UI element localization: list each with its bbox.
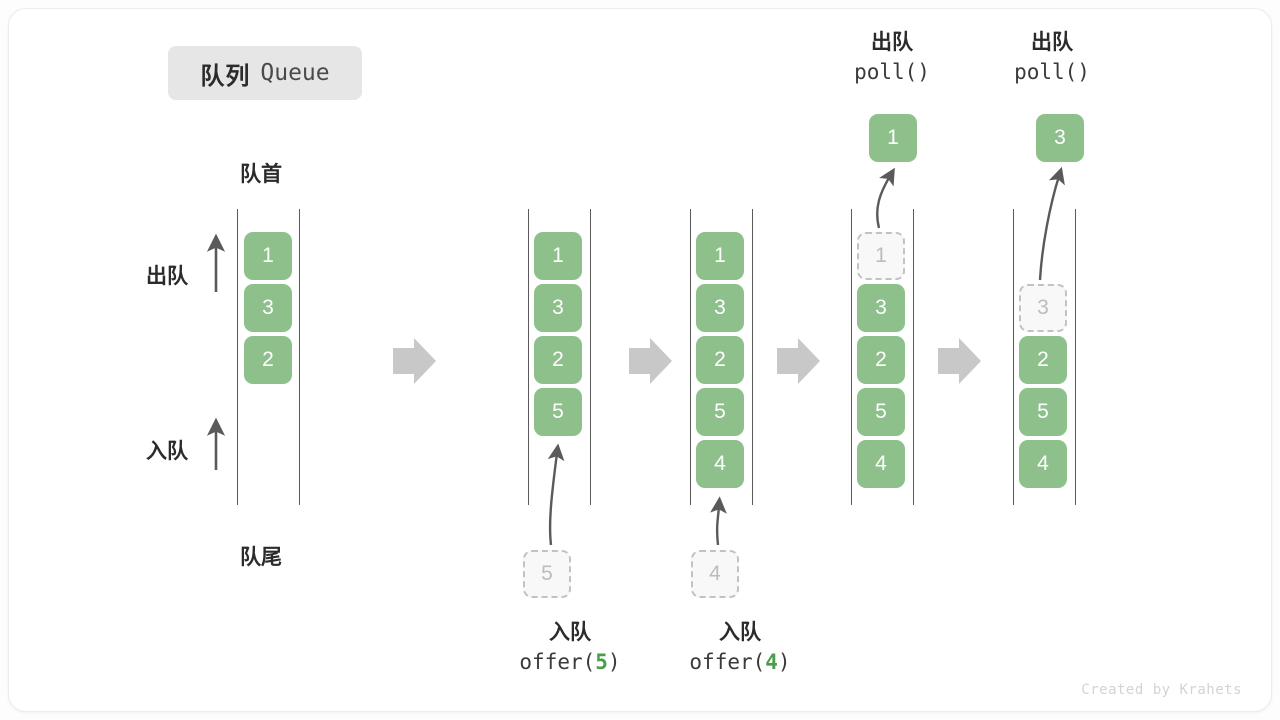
queue-cell: 5 (1019, 388, 1067, 436)
rail-left (528, 209, 529, 505)
rail-left (690, 209, 691, 505)
queue-cell: 4 (1019, 440, 1067, 488)
outgoing-ghost-cell: 3 (1019, 284, 1067, 332)
polled-element-cell: 1 (869, 114, 917, 162)
operation-label-code: poll() (1014, 59, 1090, 84)
queue-cell: 5 (534, 388, 582, 436)
operation-label-poll-3: 出队 poll() (972, 28, 1132, 88)
operation-label-cn: 入队 (549, 621, 591, 644)
rail-left (851, 209, 852, 505)
operation-close-paren: ) (777, 649, 791, 674)
queue-cell: 2 (534, 336, 582, 384)
queue-cell: 4 (857, 440, 905, 488)
title-label-en: Queue (260, 60, 330, 86)
footer-credit: Created by Krahets (1081, 682, 1242, 698)
operation-close-paren: ) (607, 649, 621, 674)
rail-left (1013, 209, 1014, 505)
operation-label-offer-5: 入队 offer(5) (440, 618, 700, 678)
rail-left (237, 209, 238, 505)
operation-argument: 5 (595, 649, 608, 674)
polled-element-cell: 3 (1036, 114, 1084, 162)
queue-cell: 1 (696, 232, 744, 280)
operation-label-poll-1: 出队 poll() (812, 28, 972, 88)
rail-right (913, 209, 914, 505)
operation-label-cn: 入队 (719, 621, 761, 644)
title-label-cn: 队列 (200, 62, 251, 90)
outgoing-ghost-cell: 1 (857, 232, 905, 280)
queue-cell: 3 (696, 284, 744, 332)
operation-argument: 4 (765, 649, 778, 674)
queue-cell: 2 (696, 336, 744, 384)
queue-tail-label: 队尾 (240, 546, 282, 569)
rail-right (752, 209, 753, 505)
queue-head-label: 队首 (240, 163, 282, 186)
diagram-title-badge: 队列 Queue (168, 46, 362, 100)
operation-fn-name: offer( (519, 649, 596, 674)
operation-label-offer-4: 入队 offer(4) (610, 618, 870, 678)
incoming-ghost-cell: 5 (523, 550, 571, 598)
operation-label-cn: 出队 (871, 31, 913, 54)
queue-cell: 2 (857, 336, 905, 384)
operation-label-code: offer(5) (440, 648, 700, 678)
dequeue-direction-label: 出队 (146, 265, 188, 288)
queue-cell: 1 (534, 232, 582, 280)
queue-cell: 2 (244, 336, 292, 384)
operation-label-cn: 出队 (1031, 31, 1073, 54)
operation-label-code: poll() (854, 59, 930, 84)
queue-cell: 3 (534, 284, 582, 332)
rail-right (1075, 209, 1076, 505)
queue-cell: 5 (857, 388, 905, 436)
queue-cell: 1 (244, 232, 292, 280)
queue-cell: 5 (696, 388, 744, 436)
operation-fn-name: offer( (689, 649, 766, 674)
rail-right (590, 209, 591, 505)
queue-cell: 3 (244, 284, 292, 332)
diagram-card (8, 8, 1272, 712)
operation-label-code: offer(4) (610, 648, 870, 678)
rail-right (299, 209, 300, 505)
enqueue-direction-label: 入队 (146, 440, 188, 463)
queue-cell: 3 (857, 284, 905, 332)
queue-cell: 2 (1019, 336, 1067, 384)
queue-cell: 4 (696, 440, 744, 488)
incoming-ghost-cell: 4 (691, 550, 739, 598)
